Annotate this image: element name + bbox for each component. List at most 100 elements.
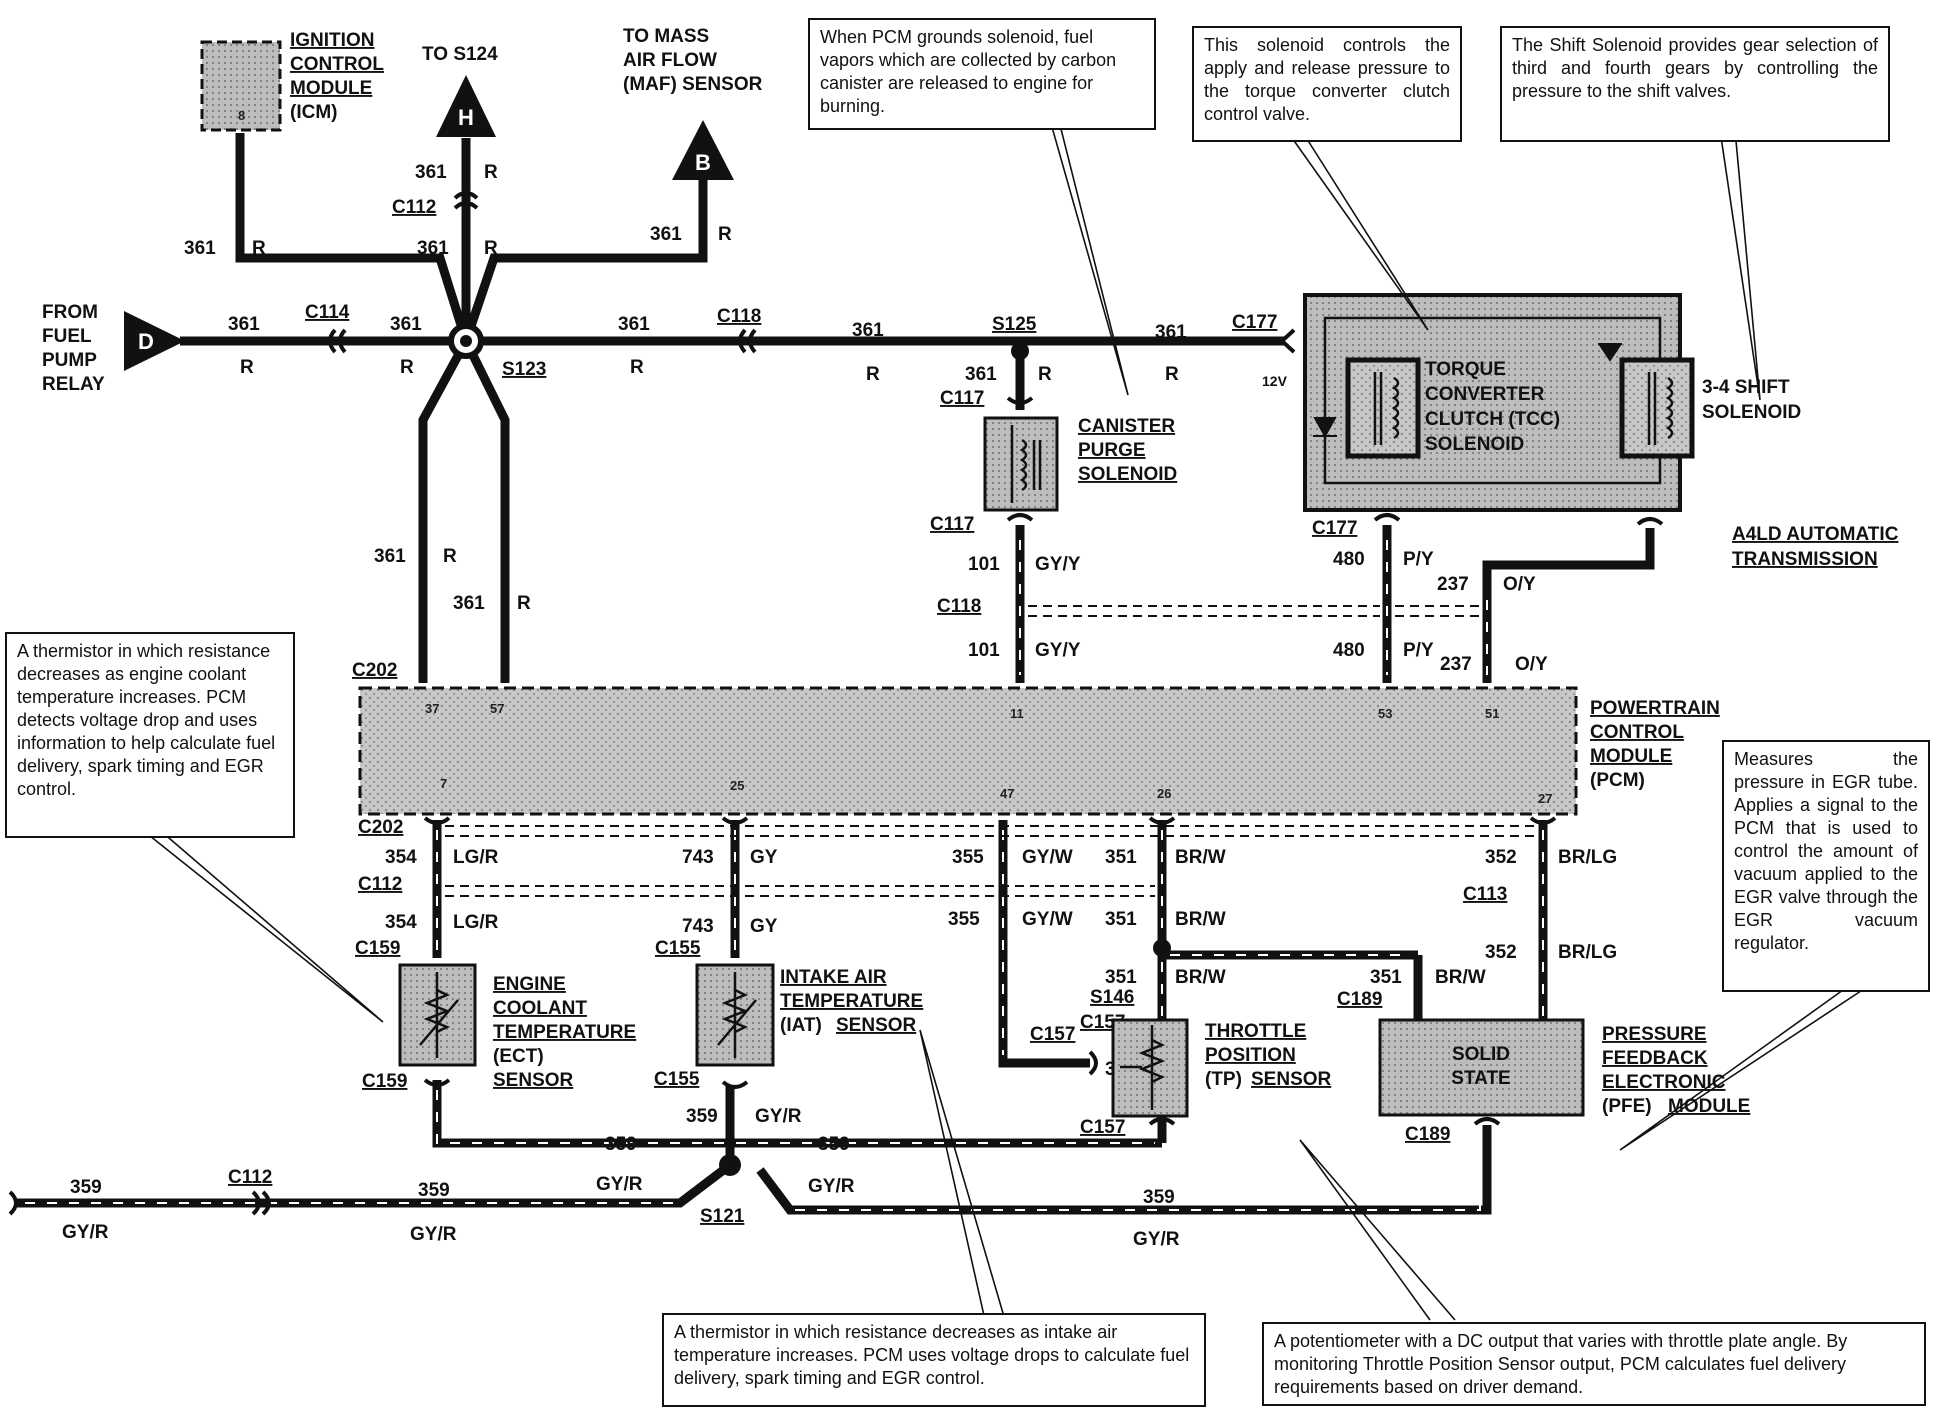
ect-label-2: COOLANT xyxy=(493,998,587,1019)
fuel-relay-label-3: PUMP xyxy=(42,350,97,371)
svg-text:R: R xyxy=(517,593,531,614)
svg-text:361: 361 xyxy=(650,224,682,245)
svg-text:GY/Y: GY/Y xyxy=(1035,640,1081,661)
svg-text:C159: C159 xyxy=(362,1071,407,1092)
svg-text:GY/Y: GY/Y xyxy=(1035,554,1081,575)
svg-text:C112: C112 xyxy=(358,874,402,895)
circuit-359-stripes xyxy=(25,1090,1481,1211)
svg-text:BR/W: BR/W xyxy=(1435,967,1486,988)
ect-label-1: ENGINE xyxy=(493,974,566,995)
svg-text:480: 480 xyxy=(1333,640,1365,661)
pcm-box xyxy=(358,686,1578,816)
iat-thermistor-icon xyxy=(717,972,757,1058)
svg-text:C118: C118 xyxy=(937,596,981,617)
svg-text:R: R xyxy=(630,357,644,378)
tp-label-1: THROTTLE xyxy=(1205,1021,1306,1042)
canister-label-2: PURGE xyxy=(1078,440,1146,461)
svg-text:351: 351 xyxy=(1105,847,1137,868)
svg-text:GY: GY xyxy=(750,847,778,868)
svg-text:C112: C112 xyxy=(228,1167,272,1188)
tcc-label-1: TORQUE xyxy=(1425,359,1506,380)
svg-text:352: 352 xyxy=(1485,942,1517,963)
connector-chevrons xyxy=(8,191,1664,1216)
iat-label-last: SENSOR xyxy=(836,1015,917,1036)
svg-text:51: 51 xyxy=(1485,706,1499,721)
svg-text:C202: C202 xyxy=(352,660,397,681)
pcm-label-1: POWERTRAIN xyxy=(1590,698,1720,719)
svg-text:R: R xyxy=(252,238,266,259)
svg-text:BR/LG: BR/LG xyxy=(1558,847,1617,868)
note-ect-sensor: A thermistor in which resistance decreas… xyxy=(5,632,295,838)
svg-text:GY/R: GY/R xyxy=(410,1224,457,1245)
connector-d-letter: D xyxy=(138,329,154,354)
svg-text:352: 352 xyxy=(1485,847,1517,868)
ect-abbr: (ECT) xyxy=(493,1046,544,1067)
icm-label-1: IGNITION xyxy=(290,30,374,51)
svg-text:361: 361 xyxy=(390,314,422,335)
pfe-label-1: PRESSURE xyxy=(1602,1024,1707,1045)
svg-text:351: 351 xyxy=(1105,967,1137,988)
canister-purge-box xyxy=(983,416,1059,512)
fuel-relay-label-2: FUEL xyxy=(42,326,92,347)
svg-text:GY/R: GY/R xyxy=(808,1176,855,1197)
svg-text:BR/W: BR/W xyxy=(1175,909,1226,930)
splice-s146 xyxy=(1153,939,1171,957)
svg-text:C177: C177 xyxy=(1312,518,1357,539)
pfe-label-2: FEEDBACK xyxy=(1602,1048,1708,1069)
tcc-label-3: CLUTCH (TCC) xyxy=(1425,409,1560,430)
pfe-abbr: (PFE) xyxy=(1602,1096,1652,1117)
thermistor-icon xyxy=(419,972,459,1058)
svg-text:361: 361 xyxy=(184,238,216,259)
icm-label-2: CONTROL xyxy=(290,54,384,75)
svg-text:BR/W: BR/W xyxy=(1175,967,1226,988)
svg-text:S121: S121 xyxy=(700,1206,745,1227)
svg-text:359: 359 xyxy=(418,1180,450,1201)
pfe-module-box xyxy=(1378,1018,1585,1117)
svg-text:C117: C117 xyxy=(930,514,974,535)
svg-text:359: 359 xyxy=(70,1177,102,1198)
svg-text:R: R xyxy=(240,357,254,378)
svg-text:101: 101 xyxy=(968,640,1000,661)
note-canister-purge: When PCM grounds solenoid, fuel vapors w… xyxy=(808,18,1156,130)
circuit-361 xyxy=(180,133,1285,683)
svg-text:R: R xyxy=(443,546,457,567)
a4ld-label-2: TRANSMISSION xyxy=(1732,549,1878,570)
to-maf-label-2: AIR FLOW xyxy=(623,50,717,71)
svg-text:LG/R: LG/R xyxy=(453,912,499,933)
svg-text:359: 359 xyxy=(818,1134,850,1155)
potentiometer-icon xyxy=(1120,1025,1166,1110)
shift-box xyxy=(1619,357,1695,459)
svg-text:GY: GY xyxy=(750,916,778,937)
svg-text:R: R xyxy=(1038,364,1052,385)
svg-text:S123: S123 xyxy=(502,359,546,380)
tcc-solenoid-box xyxy=(1345,357,1421,459)
connector-h-triangle xyxy=(436,75,496,137)
tp-label-last: SENSOR xyxy=(1251,1069,1332,1090)
iat-label-1: INTAKE AIR xyxy=(780,967,887,988)
svg-text:GY/W: GY/W xyxy=(1022,909,1073,930)
svg-text:C155: C155 xyxy=(654,1069,700,1090)
svg-text:743: 743 xyxy=(682,847,714,868)
pcm-abbr: (PCM) xyxy=(1590,770,1645,791)
canister-label-3: SOLENOID xyxy=(1078,464,1177,485)
svg-text:355: 355 xyxy=(948,909,980,930)
connector-h-letter: H xyxy=(458,105,474,130)
svg-text:C157: C157 xyxy=(1030,1024,1075,1045)
svg-text:57: 57 xyxy=(490,701,504,716)
svg-text:C113: C113 xyxy=(1463,884,1507,905)
svg-text:27: 27 xyxy=(1538,791,1552,806)
svg-text:O/Y: O/Y xyxy=(1503,574,1536,595)
svg-text:361: 361 xyxy=(1155,322,1187,343)
connector-bars xyxy=(445,605,1535,897)
svg-text:361: 361 xyxy=(618,314,650,335)
svg-text:354: 354 xyxy=(385,912,417,933)
fuel-relay-label-1: FROM xyxy=(42,302,98,323)
svg-text:C157: C157 xyxy=(1080,1117,1125,1138)
pcm-pins: 37 57 11 53 51 7 25 47 26 27 xyxy=(425,701,1552,806)
svg-text:S125: S125 xyxy=(992,314,1037,335)
svg-text:P/Y: P/Y xyxy=(1403,640,1434,661)
svg-text:R: R xyxy=(1165,364,1179,385)
svg-text:354: 354 xyxy=(385,847,417,868)
